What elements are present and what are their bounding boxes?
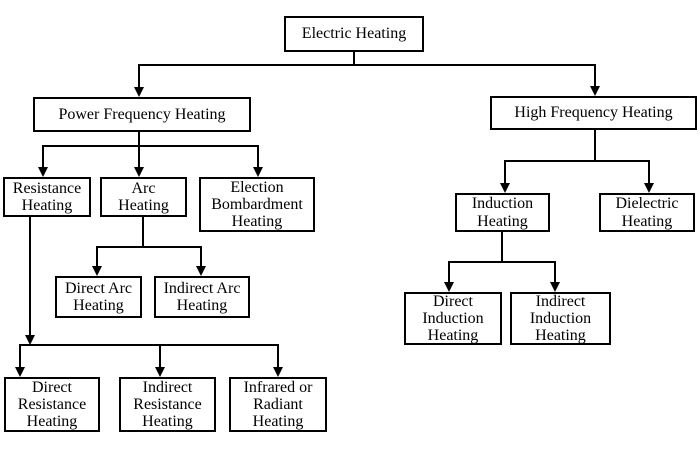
arrowhead-icon [155,367,165,377]
arrowhead-icon [644,183,654,193]
node-infrared-or-radiant-heating: Infrared or Radiant Heating [229,377,327,432]
arrowhead-icon [253,167,263,177]
node-direct-induction-heating: Direct Induction Heating [404,292,502,345]
node-direct-resistance-heating: Direct Resistance Heating [4,377,100,432]
arrowhead-icon [444,282,454,292]
arrowhead-icon [196,266,206,276]
arrowhead-icon [500,183,510,193]
node-indirect-arc-heating: Indirect Arc Heating [154,276,250,318]
node-direct-arc-heating: Direct Arc Heating [55,276,142,318]
node-arc-heating: Arc Heating [100,177,187,217]
node-resistance-heating: Resistance Heating [3,177,91,217]
arrowhead-icon [25,335,35,345]
arrowhead-icon [134,167,144,177]
arrowhead-icon [273,367,283,377]
node-induction-heating: Induction Heating [455,193,550,232]
arrowhead-icon [38,167,48,177]
node-dielectric-heating: Dielectric Heating [599,193,695,232]
node-indirect-resistance-heating: Indirect Resistance Heating [119,377,216,432]
node-electric-heating: Electric Heating [284,16,424,52]
arrowhead-icon [550,282,560,292]
node-power-frequency-heating: Power Frequency Heating [33,97,251,132]
node-high-frequency-heating: High Frequency Heating [490,96,697,130]
arrowhead-icon [590,86,600,96]
arrowhead-icon [134,87,144,97]
node-election-bombardment-heating: Election Bombardment Heating [199,177,315,232]
node-indirect-induction-heating: Indirect Induction Heating [510,292,611,345]
arrowhead-icon [92,266,102,276]
arrowhead-icon [15,367,25,377]
